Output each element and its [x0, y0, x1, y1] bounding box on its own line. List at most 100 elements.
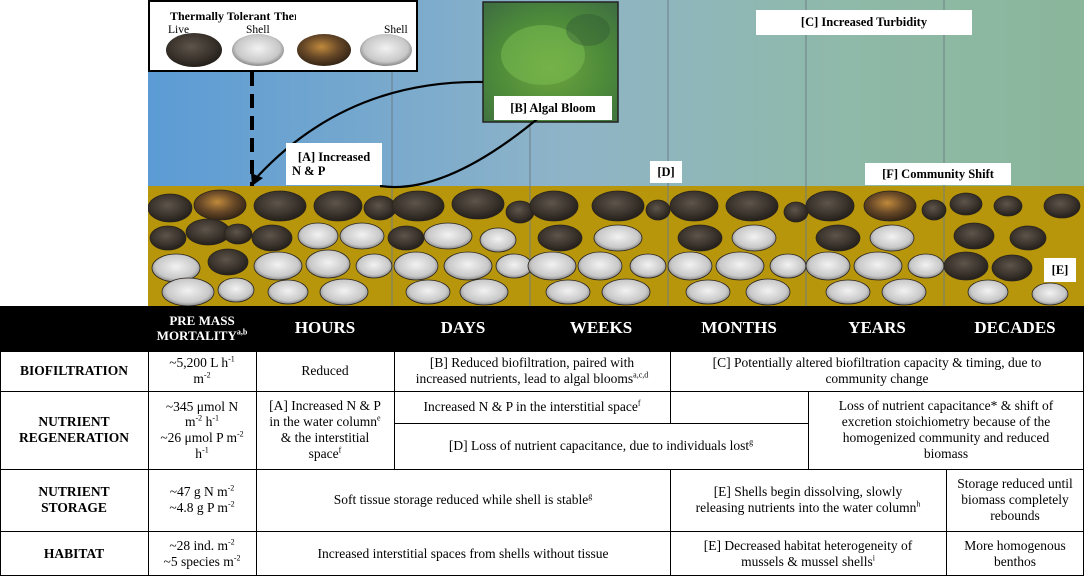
- header-hours: HOURS: [256, 306, 394, 351]
- mussel-shell: [253, 251, 303, 281]
- mussel-shell: [881, 278, 927, 306]
- biofiltration-pre-line2: m-2: [193, 371, 210, 387]
- nr-dm-sup: g: [749, 437, 754, 447]
- mussel-shell: [459, 278, 509, 306]
- mussel-shell: [305, 249, 351, 279]
- nr-hours-wrap: [A] Increased N & P in the water columne…: [266, 398, 384, 462]
- ns-my-sup: h: [916, 499, 921, 509]
- mussel-shell: [769, 253, 807, 279]
- habitat-pre: ~28 ind. m-2 ~5 species m-2: [148, 531, 256, 576]
- mussel-shell: [577, 251, 623, 281]
- biofiltration-pre: ~5,200 L h-1 m-2: [148, 351, 256, 391]
- live-mussel: [1043, 193, 1081, 219]
- grid-v-6: [946, 469, 947, 576]
- nr-pre-b2: h: [202, 414, 213, 430]
- live-mussel: [591, 190, 645, 222]
- grid-h-1: [0, 351, 1084, 352]
- nr-pre-b2-sup: -1: [212, 413, 219, 423]
- nr-pre-c-line: ~26 μmol P m-2: [160, 430, 243, 446]
- hab-my-wrap: [E] Decreased habitat heterogeneity of m…: [688, 538, 928, 570]
- live-mussel: [677, 224, 723, 252]
- live-mussel: [223, 223, 253, 245]
- hab-pre-b: ~5 species m: [163, 553, 234, 569]
- mussel-shell: [967, 279, 1009, 305]
- grid-v-2: [256, 351, 257, 576]
- community-shift-label: [F] Community Shift: [865, 163, 1011, 185]
- sensitive-live-icon: [297, 34, 351, 66]
- mussel-shell: [297, 222, 339, 250]
- mussel-shell: [545, 279, 591, 305]
- ns-label-1: NUTRIENT: [38, 484, 110, 500]
- nr-dw-sup: f: [637, 398, 641, 408]
- mussel-shell: [443, 251, 493, 281]
- live-mussel: [783, 201, 809, 223]
- mussel-shell: [339, 222, 385, 250]
- grid-h-2: [0, 391, 1084, 392]
- ns-my-wrap: [E] Shells begin dissolving, slowly rele…: [688, 484, 928, 516]
- tolerant-shell-icon: [232, 34, 284, 66]
- mussel-shell: [869, 224, 915, 252]
- row-label-biofiltration: BIOFILTRATION: [19, 363, 129, 379]
- habitat-hours-weeks: Increased interstitial spaces from shell…: [317, 545, 609, 561]
- grid-v-3a: [394, 351, 395, 469]
- nr-pre-d-sup: -1: [202, 445, 209, 455]
- nr-hours-b: & the interstitial space: [280, 430, 370, 461]
- ecosystem-illustration: Thermally Tolerant Thermally Sensitive L…: [148, 0, 1084, 306]
- ns-pre-a-line: ~47 g N m-2: [170, 484, 235, 500]
- mussel-shell: [731, 224, 777, 252]
- increased-np-label: [A] Increased N & P: [286, 143, 382, 185]
- live-mussel: [451, 188, 505, 220]
- live-mussel: [149, 225, 187, 251]
- bf-days-weeks-sup: a,c,d: [633, 370, 649, 380]
- hab-my-text: [E] Decreased habitat heterogeneity of m…: [703, 537, 913, 569]
- live-mussel: [391, 190, 445, 222]
- live-mussel: [993, 195, 1023, 217]
- bf-days-weeks-text: [B] Reduced biofiltration, paired with i…: [415, 355, 635, 386]
- mussel-shell: [495, 253, 533, 279]
- nutrient-regeneration-years-decades: Loss of nutrient capacitance* & shift of…: [838, 398, 1054, 461]
- habitat-decades: More homogenous benthos: [964, 537, 1066, 569]
- increased-np-line1: [A] Increased: [297, 149, 371, 164]
- live-mussel: [815, 224, 861, 252]
- pre-mass-line2: MORTALITYa,b: [157, 328, 248, 343]
- nutrient-storage-decades: Storage reduced until biomass completely…: [957, 476, 1073, 523]
- grid-h-2b: [394, 423, 808, 424]
- live-mussel: [251, 224, 293, 252]
- mussel-shell: [161, 277, 215, 306]
- mussel-shell: [405, 279, 451, 305]
- biofiltration-pre-line1: ~5,200 L h-1: [169, 355, 235, 371]
- header-weeks: WEEKS: [532, 306, 670, 351]
- live-mussel: [537, 224, 583, 252]
- live-mussel: [725, 190, 779, 222]
- ns-my-text: [E] Shells begin dissolving, slowly rele…: [695, 484, 917, 515]
- mussel-shell: [319, 278, 369, 306]
- hab-pre-a-sup: -2: [228, 537, 235, 547]
- hab-pre-b-sup: -2: [233, 553, 241, 562]
- nutrient-regeneration-pre: ~345 μmol N m-2 h-1 ~26 μmol P m-2 h-1: [148, 391, 256, 469]
- live-mussel: [387, 225, 425, 251]
- live-mussel: [669, 190, 719, 222]
- nutrient-regeneration-hours: [A] Increased N & P in the water columne…: [256, 391, 394, 469]
- live-mussel: [921, 199, 947, 221]
- live-mussel: [313, 190, 363, 222]
- mussel-shells: [148, 188, 1081, 306]
- habitat-months-years: [E] Decreased habitat heterogeneity of m…: [670, 531, 946, 576]
- tolerant-shell-label: Shell: [246, 24, 270, 36]
- d-label: [D]: [650, 161, 682, 183]
- legend-shell-icons: [166, 33, 412, 67]
- ns-hw-wrap: Soft tissue storage reduced while shell …: [334, 492, 593, 508]
- live-mussel: [645, 199, 671, 221]
- nutrient-regeneration-months-blank: [670, 391, 808, 423]
- nr-dw-wrap: Increased N & P in the interstitial spac…: [424, 399, 641, 415]
- algal-bloom-label: [B] Algal Bloom: [494, 96, 612, 120]
- mussel-shell: [527, 251, 577, 281]
- nr-pre-b-line: m-2 h-1: [185, 414, 219, 430]
- tolerant-live-label: Live: [168, 24, 190, 36]
- nr-dw-text: Increased N & P in the interstitial spac…: [423, 399, 638, 415]
- header-blank: [0, 306, 148, 351]
- bf-pre-b: m: [193, 371, 204, 386]
- increased-turbidity-label: [C] Increased Turbidity: [756, 10, 972, 35]
- ns-pre-a-sup: -2: [227, 483, 235, 493]
- nutrient-storage-pre: ~47 g N m-2 ~4.8 g P m-2: [148, 469, 256, 531]
- sensitive-shell-icon: [360, 34, 412, 66]
